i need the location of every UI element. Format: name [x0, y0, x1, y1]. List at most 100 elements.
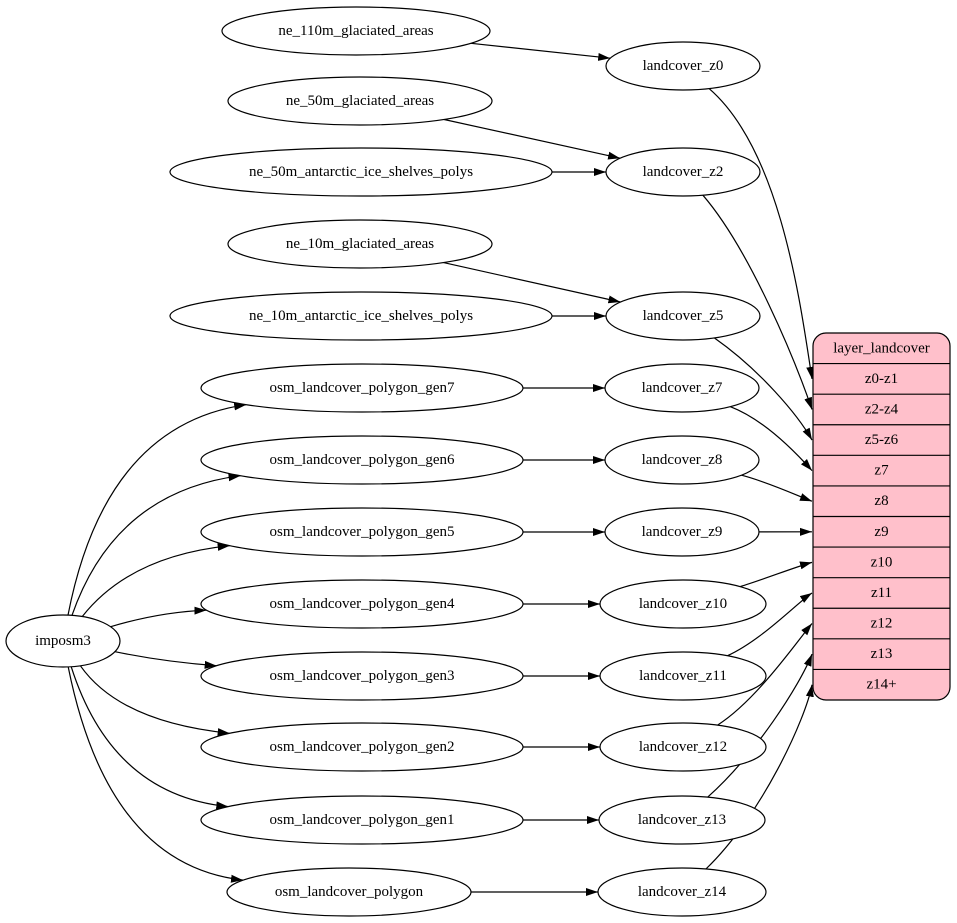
node-ellipse	[605, 291, 761, 341]
edge-landcover_z10-to-layer_landcover-z10	[740, 561, 813, 588]
edge-landcover_z14-to-layer_landcover-z14+	[705, 684, 814, 870]
edge-landcover_z12-to-layer_landcover-z12	[717, 623, 813, 726]
edge-imposm3-to-osm_landcover_polygon_gen5	[81, 542, 230, 617]
node-label-landcover_z9: landcover_z9	[642, 524, 723, 540]
edge-imposm3-to-osm_landcover_polygon	[67, 666, 244, 883]
edge-layer	[67, 42, 815, 896]
edge-imposm3-to-osm_landcover_polygon_gen3	[114, 651, 217, 669]
edge-landcover_z11-to-layer_landcover-z11	[727, 592, 813, 657]
node-ellipse	[599, 722, 767, 772]
node-ellipse	[200, 579, 524, 629]
edge-landcover_z13-to-layer_landcover-z13	[707, 653, 813, 798]
node-ellipse	[200, 722, 524, 772]
node-ellipse	[598, 795, 766, 845]
node-landcover_z10: landcover_z10	[599, 579, 767, 629]
record-row-z5-z6: z5-z6	[865, 432, 899, 448]
node-label-osm_landcover_polygon_gen5: osm_landcover_polygon_gen5	[270, 524, 455, 540]
node-label-osm_landcover_polygon_gen3: osm_landcover_polygon_gen3	[270, 668, 455, 684]
record-row-z10: z10	[871, 554, 893, 570]
node-label-landcover_z5: landcover_z5	[643, 308, 724, 324]
node-ellipse	[5, 614, 121, 668]
edge-imposm3-to-osm_landcover_polygon_gen7	[67, 402, 247, 616]
node-ellipse	[221, 6, 491, 56]
node-ellipse	[169, 291, 553, 341]
node-osm_landcover_polygon_gen5: osm_landcover_polygon_gen5	[200, 507, 524, 557]
node-landcover_z5: landcover_z5	[605, 291, 761, 341]
record-row-z7: z7	[874, 463, 889, 479]
node-label-osm_landcover_polygon: osm_landcover_polygon	[275, 884, 424, 900]
node-ellipse	[200, 507, 524, 557]
record-row-z8: z8	[874, 493, 888, 509]
node-label-ne_10m_glaciated_areas: ne_10m_glaciated_areas	[286, 236, 434, 252]
node-imposm3: imposm3	[5, 614, 121, 668]
node-label-landcover_z12: landcover_z12	[639, 739, 727, 755]
node-ellipse	[169, 147, 553, 197]
node-label-ne_50m_antarctic_ice_shelves_polys: ne_50m_antarctic_ice_shelves_polys	[249, 164, 473, 180]
record-row-z0-z1: z0-z1	[865, 371, 898, 387]
node-ellipse	[604, 363, 760, 413]
node-ne_50m_antarctic_ice_shelves_polys: ne_50m_antarctic_ice_shelves_polys	[169, 147, 553, 197]
edge-landcover_z7-to-layer_landcover-z7	[730, 406, 813, 472]
edge-ne_10m_glaciated_areas-to-landcover_z5	[443, 262, 621, 304]
node-ne_110m_glaciated_areas: ne_110m_glaciated_areas	[221, 6, 491, 56]
node-label-landcover_z10: landcover_z10	[639, 596, 727, 612]
node-ellipse	[200, 651, 524, 701]
node-label-osm_landcover_polygon_gen4: osm_landcover_polygon_gen4	[270, 596, 455, 612]
node-landcover_z12: landcover_z12	[599, 722, 767, 772]
edge-ne_110m_glaciated_areas-to-landcover_z0	[470, 42, 611, 61]
node-osm_landcover_polygon_gen3: osm_landcover_polygon_gen3	[200, 651, 524, 701]
node-layer: imposm3 ne_110m_glaciated_areas ne_50m_gla…	[5, 6, 767, 917]
node-label-landcover_z14: landcover_z14	[638, 884, 727, 900]
node-osm_landcover_polygon: osm_landcover_polygon	[226, 867, 472, 917]
node-label-osm_landcover_polygon_gen7: osm_landcover_polygon_gen7	[270, 380, 455, 396]
record-row-z13: z13	[871, 646, 893, 662]
node-label-landcover_z2: landcover_z2	[643, 164, 724, 180]
record-title: layer_landcover	[833, 340, 930, 356]
node-label-landcover_z8: landcover_z8	[642, 452, 723, 468]
edge-landcover_z0-to-layer_landcover-z0-z1	[708, 88, 815, 379]
node-label-ne_10m_antarctic_ice_shelves_polys: ne_10m_antarctic_ice_shelves_polys	[249, 308, 473, 324]
record-row-z9: z9	[874, 524, 888, 540]
node-ellipse	[605, 41, 761, 91]
edge-landcover_z2-to-layer_landcover-z2-z4	[702, 194, 813, 410]
node-osm_landcover_polygon_gen7: osm_landcover_polygon_gen7	[200, 363, 524, 413]
node-label-ne_110m_glaciated_areas: ne_110m_glaciated_areas	[278, 23, 433, 39]
edge-imposm3-to-osm_landcover_polygon_gen2	[79, 665, 230, 737]
node-ellipse	[226, 867, 472, 917]
record-row-z12: z12	[871, 616, 893, 632]
node-ellipse	[227, 219, 493, 269]
edge-landcover_z8-to-layer_landcover-z8	[741, 474, 813, 502]
node-ellipse	[200, 795, 524, 845]
node-label-osm_landcover_polygon_gen1: osm_landcover_polygon_gen1	[270, 812, 455, 828]
node-osm_landcover_polygon_gen2: osm_landcover_polygon_gen2	[200, 722, 524, 772]
node-landcover_z13: landcover_z13	[598, 795, 766, 845]
edge-imposm3-to-osm_landcover_polygon_gen4	[110, 606, 207, 628]
node-ellipse	[200, 363, 524, 413]
node-ellipse	[597, 867, 767, 917]
node-label-ne_50m_glaciated_areas: ne_50m_glaciated_areas	[286, 93, 434, 109]
node-landcover_z8: landcover_z8	[604, 435, 760, 485]
node-label-landcover_z7: landcover_z7	[642, 380, 723, 396]
node-ellipse	[200, 435, 524, 485]
node-landcover_z9: landcover_z9	[604, 507, 760, 557]
node-ne_10m_antarctic_ice_shelves_polys: ne_10m_antarctic_ice_shelves_polys	[169, 291, 553, 341]
node-landcover_z14: landcover_z14	[597, 867, 767, 917]
record-row-z2-z4: z2-z4	[865, 401, 899, 417]
node-ellipse	[604, 435, 760, 485]
node-label-osm_landcover_polygon_gen6: osm_landcover_polygon_gen6	[270, 452, 455, 468]
node-osm_landcover_polygon_gen1: osm_landcover_polygon_gen1	[200, 795, 524, 845]
node-ellipse	[599, 651, 767, 701]
node-osm_landcover_polygon_gen6: osm_landcover_polygon_gen6	[200, 435, 524, 485]
node-ellipse	[605, 147, 761, 197]
node-landcover_z0: landcover_z0	[605, 41, 761, 91]
node-landcover_z2: landcover_z2	[605, 147, 761, 197]
node-osm_landcover_polygon_gen4: osm_landcover_polygon_gen4	[200, 579, 524, 629]
edge-landcover_z5-to-layer_landcover-z5-z6	[713, 337, 813, 441]
node-label-imposm3: imposm3	[35, 633, 91, 649]
node-landcover_z7: landcover_z7	[604, 363, 760, 413]
edge-ne_50m_glaciated_areas-to-landcover_z2	[443, 118, 621, 160]
record-row-z11: z11	[871, 585, 892, 601]
edge-imposm3-to-osm_landcover_polygon_gen6	[71, 473, 241, 616]
